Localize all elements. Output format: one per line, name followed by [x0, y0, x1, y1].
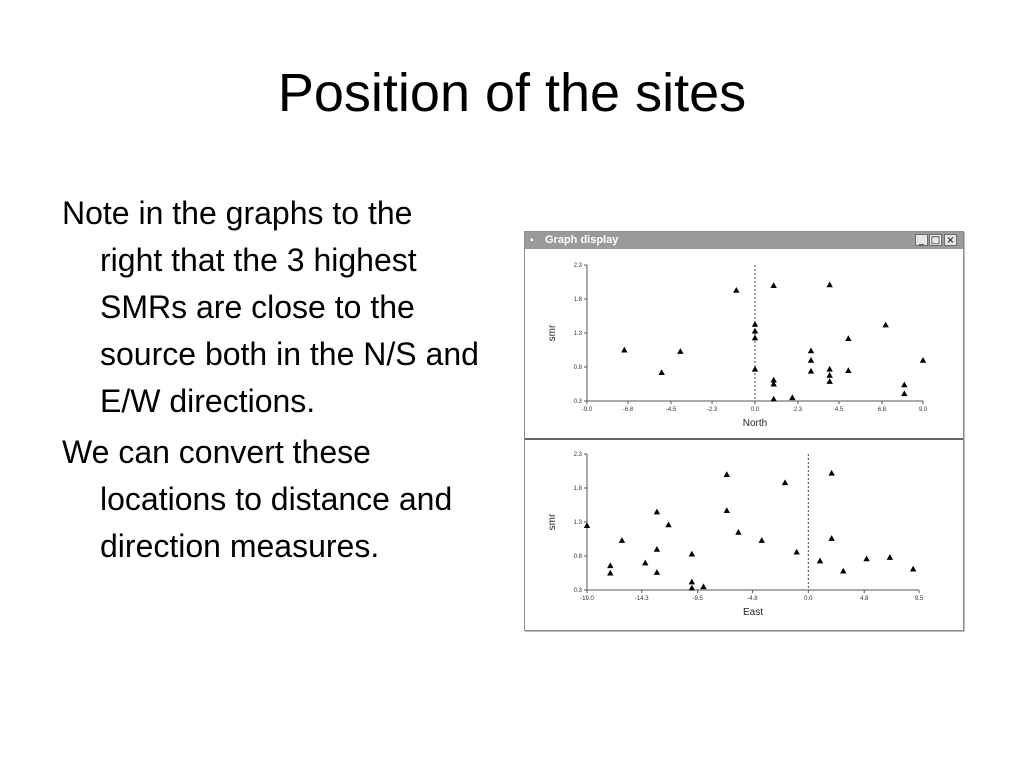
y-tick-label: 0.3 [574, 399, 583, 405]
data-point [688, 550, 696, 557]
x-tick-label: -9.5 [692, 596, 703, 602]
y-tick-label: 2.3 [574, 452, 583, 458]
x-tick-label: 9.5 [915, 596, 924, 602]
data-point [607, 569, 614, 576]
y-tick-label: 1.8 [574, 486, 583, 492]
x-axis-label: East [743, 607, 763, 618]
data-point [816, 557, 824, 564]
x-tick-label: 0.0 [751, 407, 760, 413]
data-point [793, 548, 800, 555]
data-point [863, 555, 870, 562]
bullet-item: Note in the graphs to the right that the… [62, 190, 482, 425]
data-point [886, 554, 894, 560]
data-point [665, 521, 672, 528]
x-tick-label: -14.3 [635, 596, 649, 602]
x-tick-label: 0.0 [804, 596, 813, 602]
data-point [840, 567, 847, 574]
window-title: Graph display [545, 234, 619, 246]
y-tick-label: 2.3 [574, 263, 583, 269]
x-axis-label: North [743, 418, 767, 429]
data-point [807, 357, 815, 363]
data-point [901, 390, 908, 397]
data-point [807, 367, 815, 374]
data-point [658, 369, 665, 375]
x-tick-label: -9.0 [582, 407, 593, 413]
close-button[interactable]: × [944, 234, 957, 246]
data-point [826, 365, 833, 372]
data-point [700, 583, 707, 590]
data-point [901, 381, 908, 388]
y-tick-label: 1.3 [574, 520, 583, 526]
data-point [751, 320, 759, 327]
minimize-button[interactable]: _ [915, 234, 928, 246]
data-point [909, 565, 917, 572]
data-point [642, 559, 649, 566]
x-tick-label: 2.3 [794, 407, 803, 413]
data-point [653, 508, 661, 515]
data-point [607, 562, 614, 569]
data-point [677, 348, 684, 354]
scatter-plots: 2.3 1.8 1.3 0.8 0.3 -9.0 -6.8 -4.5 -2.3 0.0 2.3 4.5… [525, 263, 963, 618]
data-point [781, 479, 789, 486]
x-tick-label: -6.8 [623, 407, 634, 413]
data-point [919, 357, 927, 363]
data-point [621, 346, 628, 353]
data-point [770, 380, 777, 387]
graph-display-window: ▪ Graph display _ □ × 2.3 1.8 1.3 0.8 0.3 -9.… [524, 231, 964, 631]
bullet-text: Note in the graphs to the right that the… [62, 195, 479, 419]
y-tick-label: 1.8 [574, 297, 583, 303]
x-tick-label: -4.8 [747, 596, 758, 602]
data-point [826, 281, 833, 288]
y-tick-label: 0.8 [574, 554, 583, 560]
data-point [845, 335, 852, 341]
x-tick-label: -19.0 [580, 596, 594, 602]
x-tick-label: 9.0 [919, 407, 928, 413]
data-point [826, 378, 833, 384]
data-point [751, 327, 759, 334]
data-point [723, 507, 730, 513]
bullet-list: Note in the graphs to the right that the… [62, 190, 482, 574]
data-point [882, 321, 889, 328]
slide-title: Position of the sites [277, 63, 747, 123]
maximize-button[interactable]: □ [929, 234, 942, 246]
data-point [653, 546, 661, 552]
data-point [688, 578, 696, 585]
bullet-text: We can convert these locations to distan… [62, 434, 453, 564]
data-point [653, 569, 661, 575]
bullet-item: We can convert these locations to distan… [62, 429, 482, 570]
data-point [751, 365, 759, 372]
data-point [751, 334, 759, 341]
y-tick-label: 1.3 [574, 331, 583, 337]
y-tick-label: 0.8 [574, 365, 583, 371]
data-point [583, 522, 591, 528]
x-tick-label: 4.5 [835, 407, 844, 413]
data-point [828, 535, 835, 541]
x-tick-label: 4.8 [860, 596, 869, 602]
data-point [770, 282, 777, 288]
x-tick-label: -2.3 [707, 407, 718, 413]
data-point [733, 286, 740, 293]
data-point [807, 347, 815, 354]
data-point [688, 584, 696, 591]
plot-area: 2.3 1.8 1.3 0.8 0.3 -9.0 -6.8 -4.5 -2.3 0.0 2.3 4.5… [525, 249, 963, 630]
window-titlebar[interactable]: ▪ Graph display _ □ × [525, 232, 963, 249]
data-point [789, 394, 796, 401]
data-point [828, 469, 835, 476]
y-axis-label: smr [547, 324, 558, 341]
data-point [845, 367, 852, 373]
data-point [723, 471, 730, 477]
data-point [826, 371, 833, 378]
y-axis-label: smr [547, 513, 558, 530]
data-point [618, 537, 626, 543]
data-point [735, 529, 742, 535]
y-tick-label: 0.3 [574, 588, 583, 594]
data-point [758, 537, 765, 543]
app-icon: ▪ [530, 235, 534, 246]
data-point [770, 395, 777, 402]
data-point [770, 376, 777, 383]
x-tick-label: -4.5 [666, 407, 677, 413]
x-tick-label: 6.8 [878, 407, 887, 413]
